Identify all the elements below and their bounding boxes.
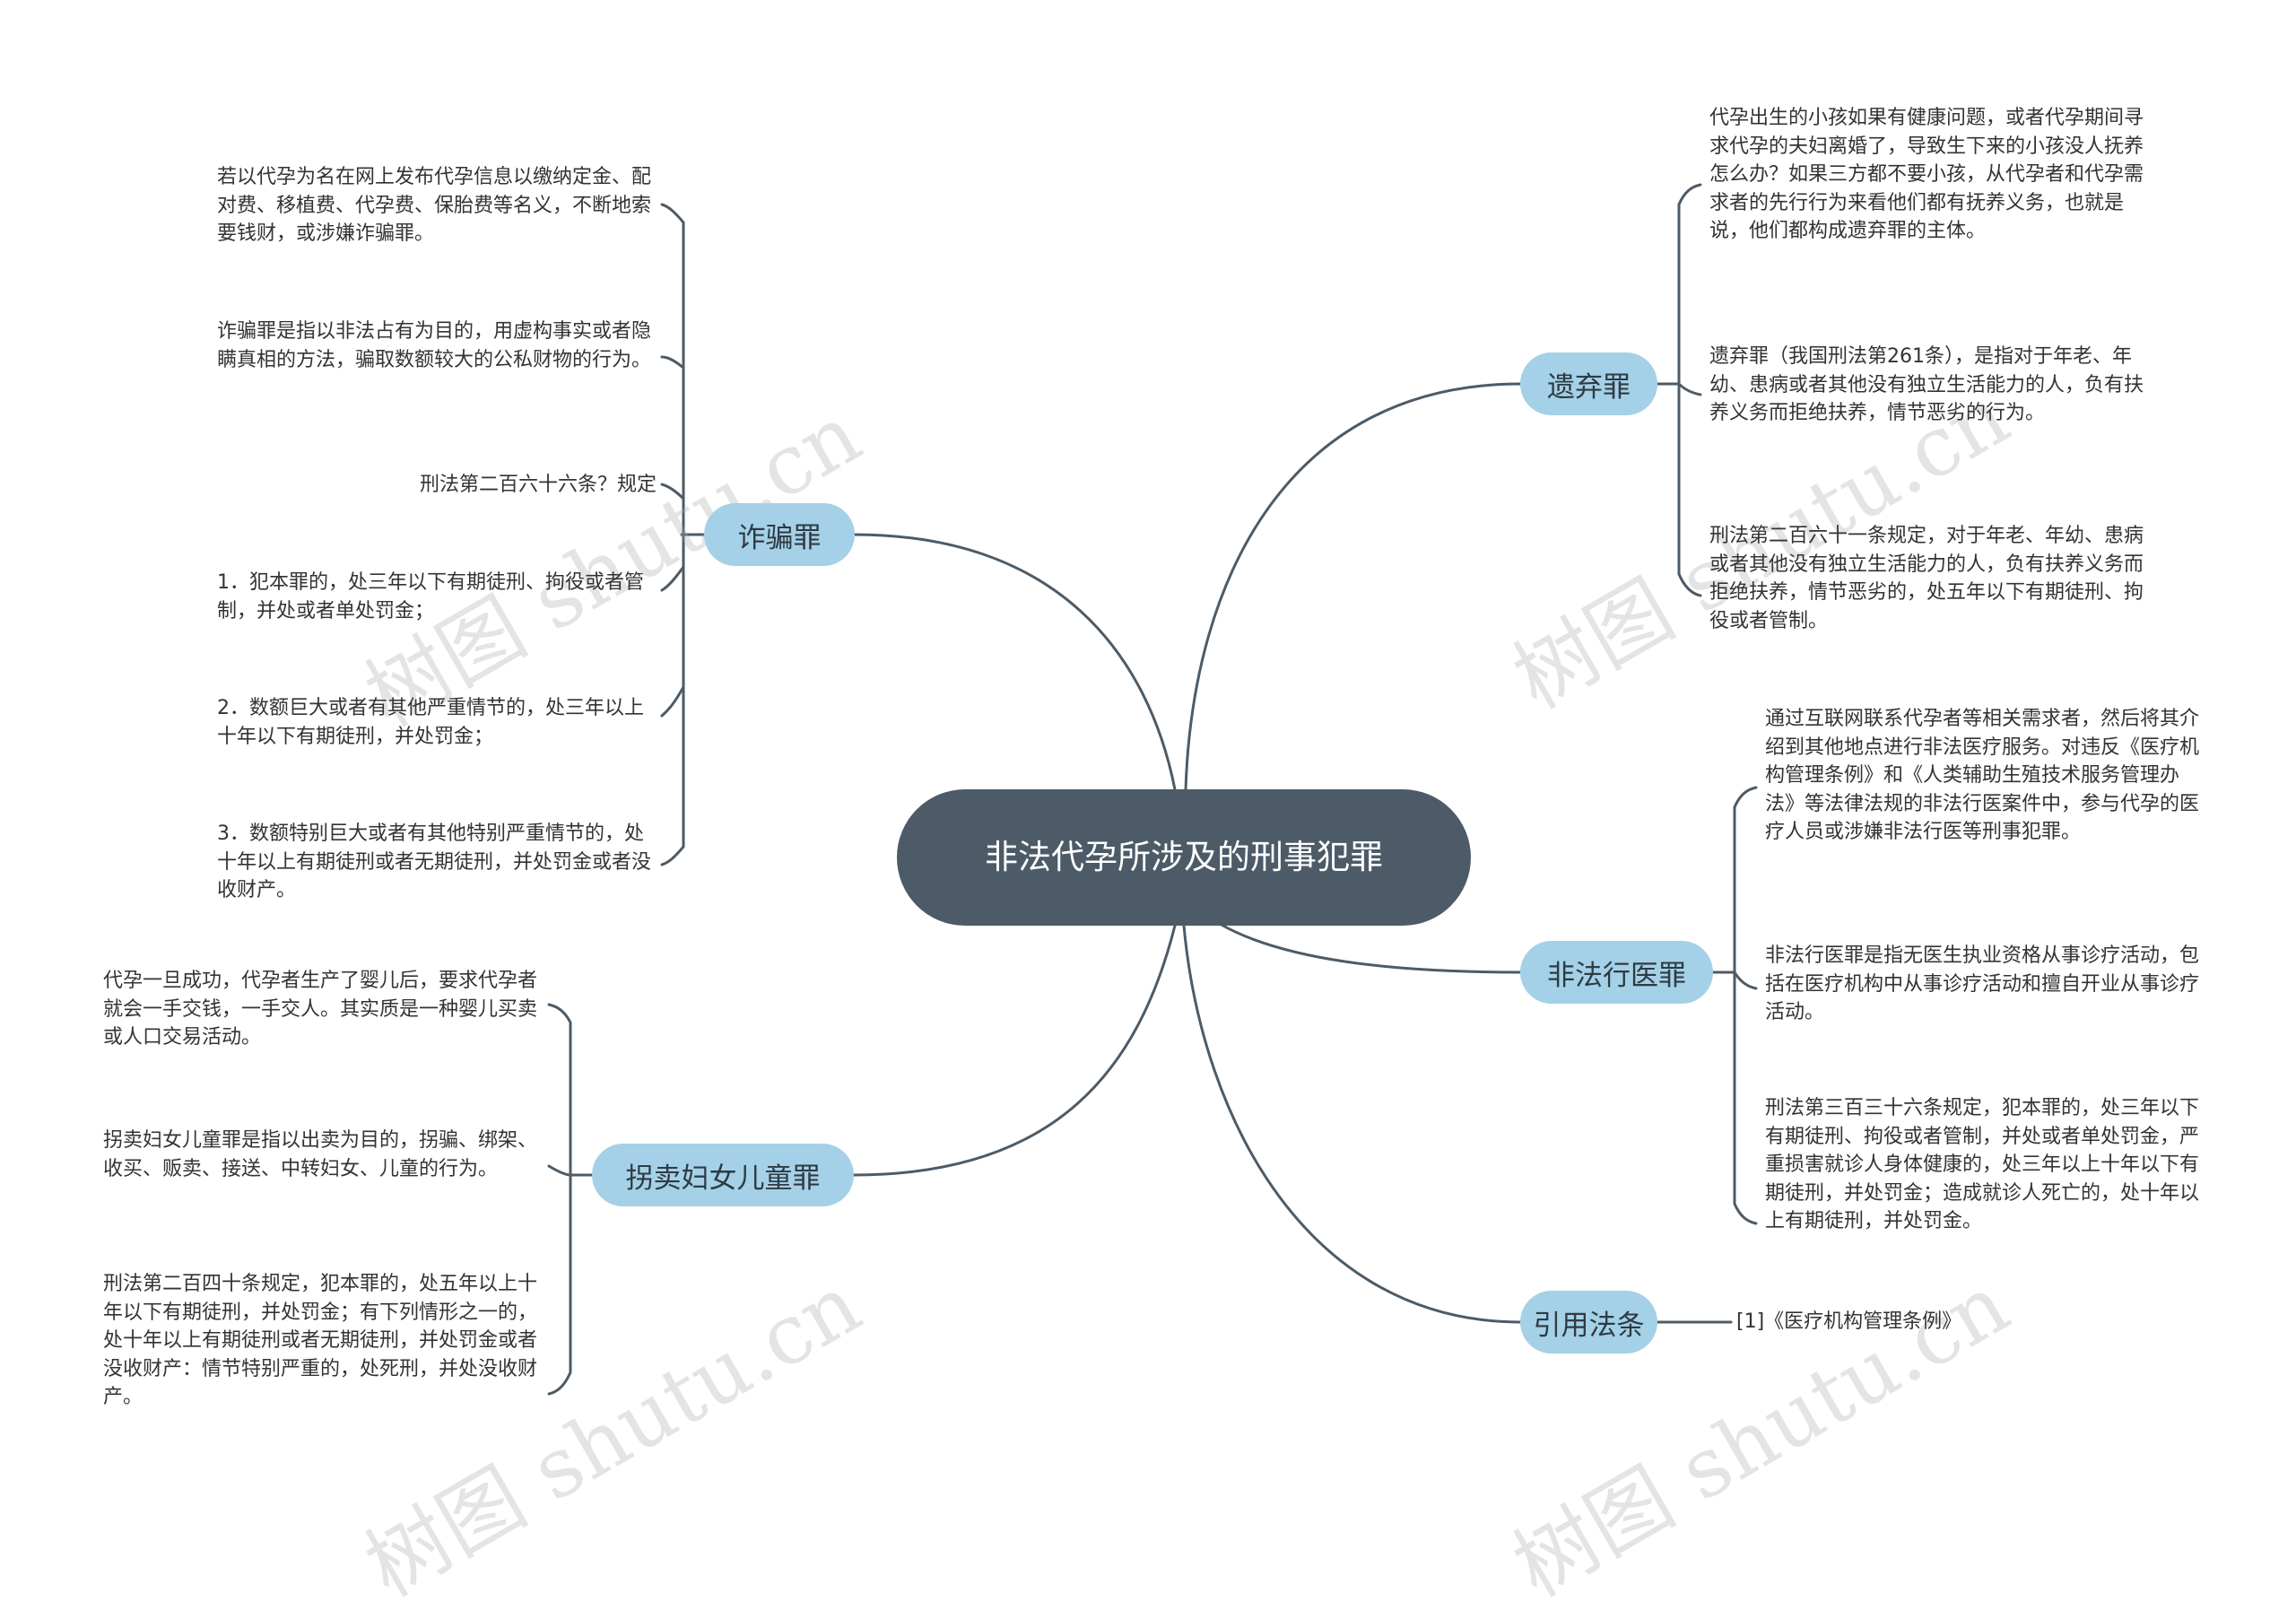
- bracket-fraud-tick-2: [660, 483, 685, 500]
- leaf-citation-1: [1]《医疗机构管理条例》: [1736, 1310, 1962, 1333]
- topic-fraud[interactable]: 诈骗罪: [704, 503, 855, 566]
- leaf-fraud-2: 诈骗罪是指以非法占有为目的，用虚构事实或者隐瞒真相的方法，骗取数额较大的公私财物…: [217, 320, 652, 371]
- topic-illegal-medicine[interactable]: 非法行医罪: [1520, 941, 1713, 1004]
- bracket-trafficking: [547, 1003, 594, 1396]
- bracket-fraud-tick-3: [660, 565, 685, 592]
- topic-citation[interactable]: 引用法条: [1520, 1291, 1657, 1354]
- leaf-fraud-6: 3．数额特别巨大或者有其他特别严重情节的，处十年以上有期徒刑或者无期徒刑，并处罚…: [217, 823, 652, 901]
- leaf-abandonment-3: 刑法第二百六十一条规定，对于年老、年幼、患病或者其他没有独立生活能力的人，负有扶…: [1709, 525, 2144, 632]
- leaf-fraud-1: 若以代孕为名在网上发布代孕信息以缴纳定金、配对费、移植费、代孕费、保胎费等名义，…: [217, 166, 652, 245]
- bracket-illegal-medicine: [1711, 786, 1758, 1225]
- leaf-trafficking-2: 拐卖妇女儿童罪是指以出卖为目的，拐骗、绑架、收买、贩卖、接送、中转妇女、儿童的行…: [103, 1129, 538, 1180]
- leaf-trafficking-1: 代孕一旦成功，代孕者生产了婴儿后，要求代孕者就会一手交钱，一手交人。其实质是一种…: [103, 970, 538, 1049]
- link-root-trafficking: [852, 924, 1177, 1177]
- bracket-fraud: [660, 203, 706, 866]
- bracket-abandonment: [1656, 183, 1702, 597]
- leaf-fraud-3: 刑法第二百六十六条？规定: [419, 474, 657, 496]
- bracket-fraud-tick-4: [660, 685, 685, 718]
- bracket-fraud-tick-1: [660, 355, 685, 370]
- link-root-abandonment: [1184, 382, 1522, 791]
- leaf-illegal-medicine-3: 刑法第三百三十六条规定，犯本罪的，处三年以下有期徒刑、拘役或者管制，并处或者单处…: [1765, 1097, 2200, 1232]
- leaf-trafficking-3: 刑法第二百四十条规定，犯本罪的，处五年以上十年以下有期徒刑，并处罚金；有下列情形…: [103, 1273, 538, 1408]
- topic-abandonment[interactable]: 遗弃罪: [1520, 353, 1657, 415]
- leaf-abandonment-1: 代孕出生的小孩如果有健康问题，或者代孕期间寻求代孕的夫妇离婚了，导致生下来的小孩…: [1709, 107, 2144, 242]
- leaf-abandonment-2: 遗弃罪（我国刑法第261条），是指对于年老、年幼、患病或者其他没有独立生活能力的…: [1709, 345, 2144, 424]
- link-root-illegal-medicine: [1218, 922, 1522, 974]
- connector-lines: [547, 183, 1758, 1396]
- leaf-fraud-4: 1．犯本罪的，处三年以下有期徒刑、拘役或者管制，并处或者单处罚金；: [217, 571, 644, 622]
- link-root-fraud: [852, 533, 1177, 791]
- leaf-fraud-5: 2．数额巨大或者有其他严重情节的，处三年以上十年以下有期徒刑，并处罚金；: [217, 697, 644, 748]
- link-root-citation: [1182, 924, 1522, 1324]
- root-topic[interactable]: 非法代孕所涉及的刑事犯罪: [897, 789, 1471, 926]
- leaf-illegal-medicine-1: 通过互联网联系代孕者等相关需求者，然后将其介绍到其他地点进行非法医疗服务。对违反…: [1765, 708, 2200, 843]
- topic-trafficking[interactable]: 拐卖妇女儿童罪: [592, 1144, 854, 1206]
- leaf-illegal-medicine-2: 非法行医罪是指无医生执业资格从事诊疗活动，包括在医疗机构中从事诊疗活动和擅自开业…: [1765, 944, 2200, 1023]
